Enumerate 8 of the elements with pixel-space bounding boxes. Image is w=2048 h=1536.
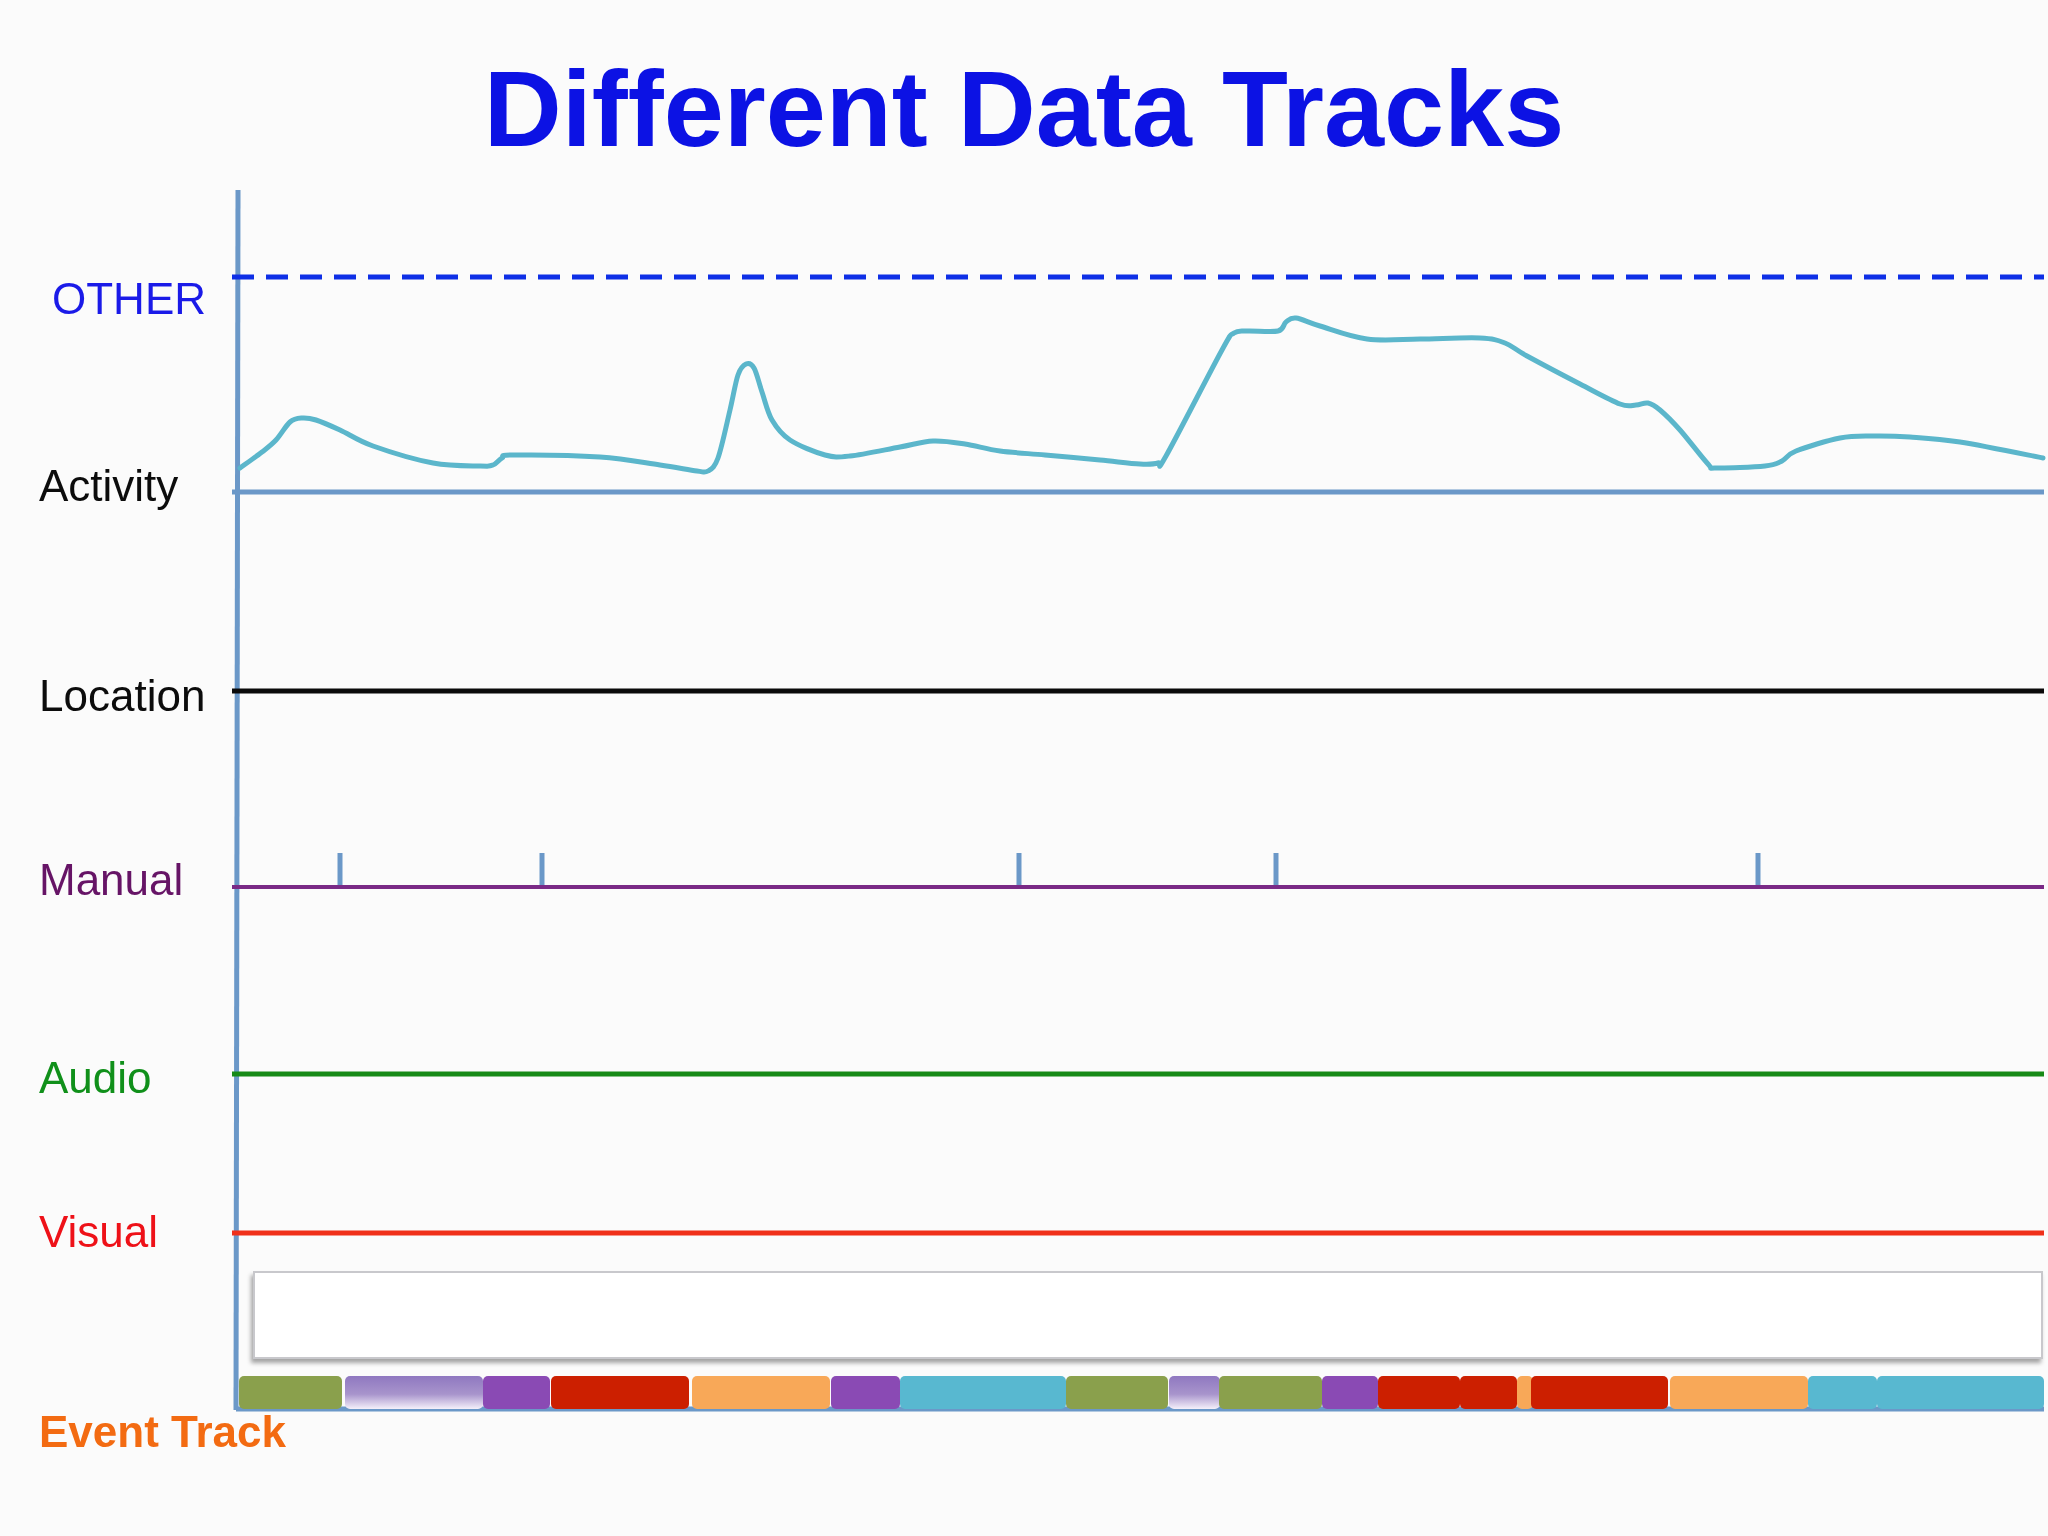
track-label: Audio bbox=[39, 1052, 152, 1104]
title: Different Data Tracks bbox=[483, 47, 1565, 171]
track-label: Visual bbox=[39, 1206, 159, 1258]
track-label: OTHER bbox=[52, 273, 206, 325]
track-label: Manual bbox=[39, 854, 184, 906]
track-label: Event Track bbox=[39, 1406, 287, 1458]
track-label: Activity bbox=[39, 460, 179, 512]
track-label: Location bbox=[39, 670, 206, 722]
